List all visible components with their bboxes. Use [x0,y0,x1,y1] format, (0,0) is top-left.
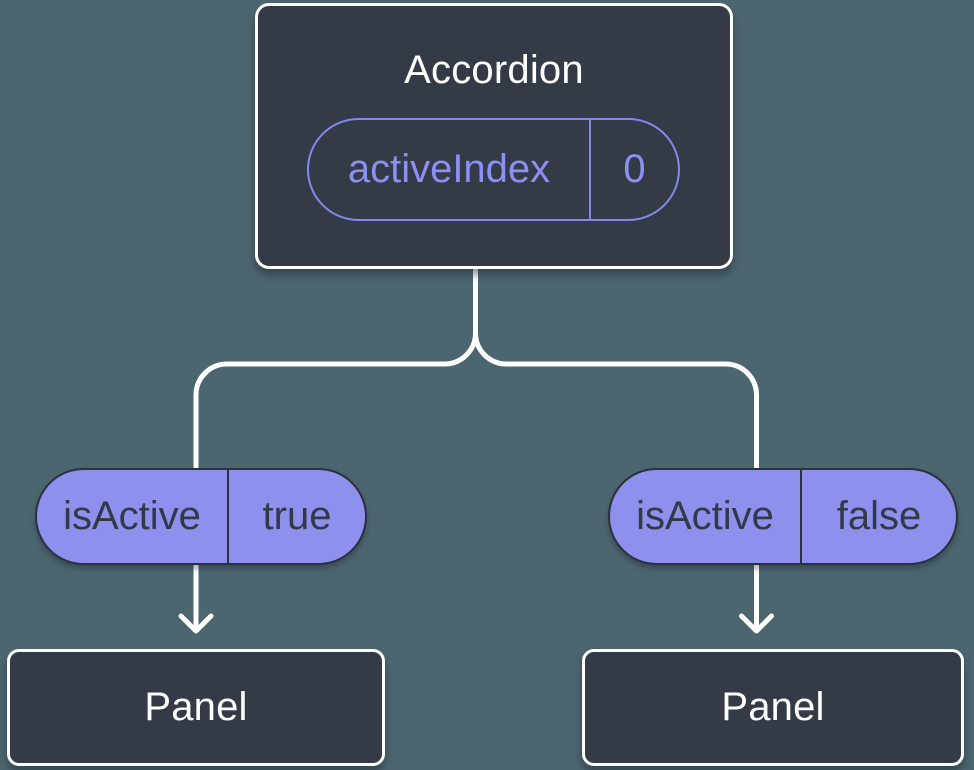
arrowhead-left-icon [178,613,214,634]
prop-value-label: 0 [589,120,678,219]
prop-name-label: isActive [636,494,774,538]
isactive-false-pill: isActive false [608,468,958,565]
activeindex-prop-pill: activeIndex 0 [307,118,680,221]
branch-right-line [473,330,759,630]
accordion-node-title: Accordion [404,47,584,92]
isactive-true-pill: isActive true [35,468,367,565]
prop-value-label: false [800,470,956,563]
arrowhead-right-icon [739,613,774,634]
panel-node-right: Panel [582,649,964,766]
panel-node-label: Panel [721,685,825,729]
panel-node-label: Panel [144,685,248,729]
accordion-node: Accordion activeIndex 0 [255,3,733,269]
prop-value-label: true [227,470,365,563]
prop-name-label: activeIndex [347,147,551,191]
branch-left-line [193,330,478,630]
panel-node-left: Panel [7,649,385,766]
prop-name-label: isActive [63,494,201,538]
